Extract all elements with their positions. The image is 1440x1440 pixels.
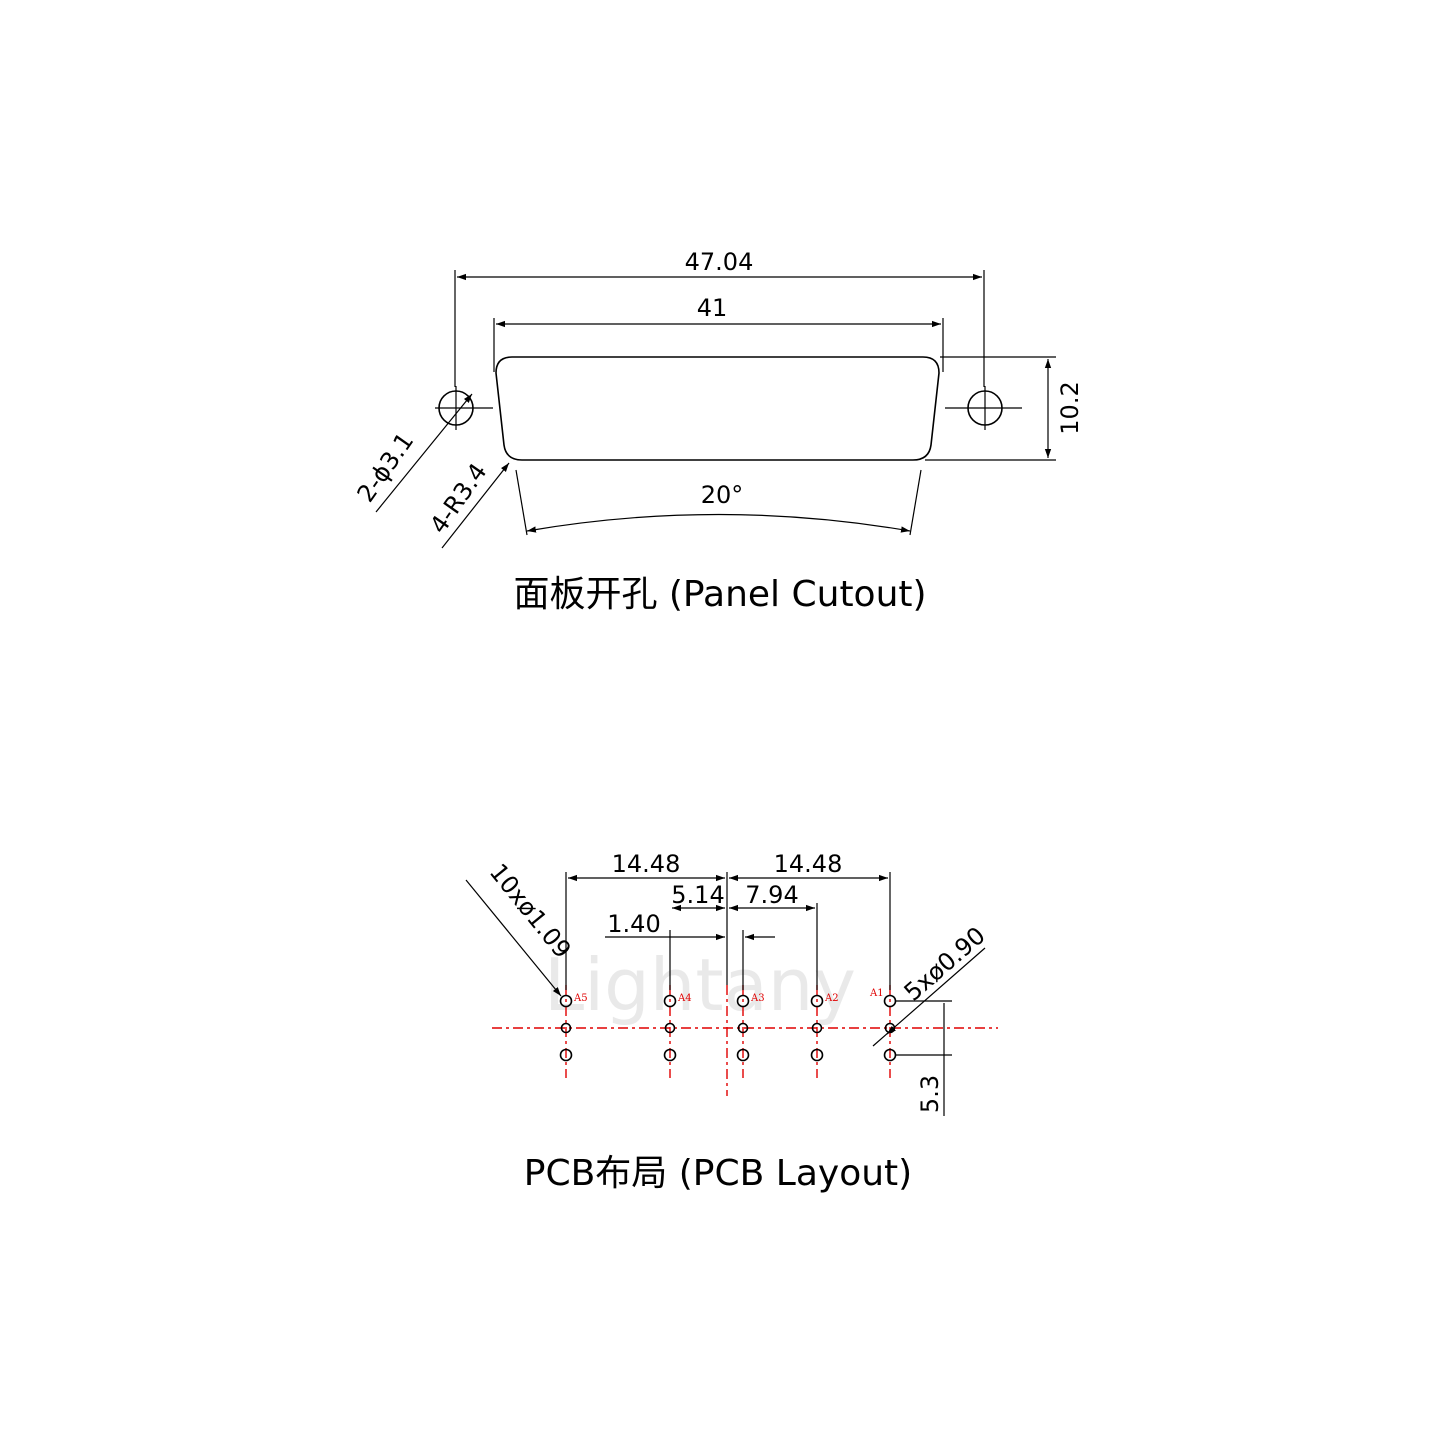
pin-label-a4: A4 xyxy=(677,993,692,1004)
hole-large xyxy=(559,994,573,1008)
hole-large xyxy=(883,994,897,1008)
hole-small xyxy=(811,1022,823,1034)
leader-large-holes xyxy=(465,879,562,997)
pin-label-a1: A1 xyxy=(869,988,884,999)
dim-arc-angle xyxy=(526,513,911,533)
hole-large xyxy=(810,994,824,1008)
watermark-text: Lightany xyxy=(544,943,856,1027)
mount-hole-left xyxy=(435,386,493,430)
dim-left-span: 14.48 xyxy=(612,850,681,878)
dim-mount-holes: 2-ϕ3.1 xyxy=(352,427,420,507)
pin-label-a2: A2 xyxy=(824,993,839,1004)
pcb-layout-caption: PCB布局 (PCB Layout) xyxy=(524,1153,912,1194)
dim-left-offset: 5.14 xyxy=(671,881,724,909)
hole-large xyxy=(663,1048,677,1062)
dim-row-pitch: 5.3 xyxy=(916,1075,944,1113)
dim-overall-width: 47.04 xyxy=(685,248,754,276)
hole-small xyxy=(664,1022,676,1034)
leader-mount-holes xyxy=(375,393,473,513)
panel-cutout-caption: 面板开孔 (Panel Cutout) xyxy=(513,574,926,615)
mount-hole-right xyxy=(945,386,1022,430)
hole-large xyxy=(736,994,750,1008)
dim-right-offset: 7.94 xyxy=(745,881,798,909)
dim-small-holes: 5xø0.90 xyxy=(899,921,991,1006)
dim-height: 10.2 xyxy=(1056,381,1084,434)
hole-large xyxy=(736,1048,750,1062)
hole-small xyxy=(737,1022,749,1034)
dim-cutout-width: 41 xyxy=(697,294,728,322)
hole-large xyxy=(559,1048,573,1062)
dim-large-holes: 10xø1.09 xyxy=(484,858,577,963)
pin-label-a3: A3 xyxy=(750,993,765,1004)
panel-cutout-view: 47.04 41 10.2 2-ϕ3.1 4-R3.4 20° 面板开孔 (Pa… xyxy=(352,248,1084,615)
hole-small xyxy=(560,1022,572,1034)
hole-large xyxy=(883,1048,897,1062)
hole-large xyxy=(810,1048,824,1062)
dim-angle: 20° xyxy=(701,481,744,509)
hole-large xyxy=(663,994,677,1008)
dim-small-offset: 1.40 xyxy=(607,910,660,938)
pin-label-a5: A5 xyxy=(573,993,588,1004)
dim-right-span: 14.48 xyxy=(774,850,843,878)
cutout-outline xyxy=(495,356,940,461)
leader-corner-radius xyxy=(441,462,510,549)
